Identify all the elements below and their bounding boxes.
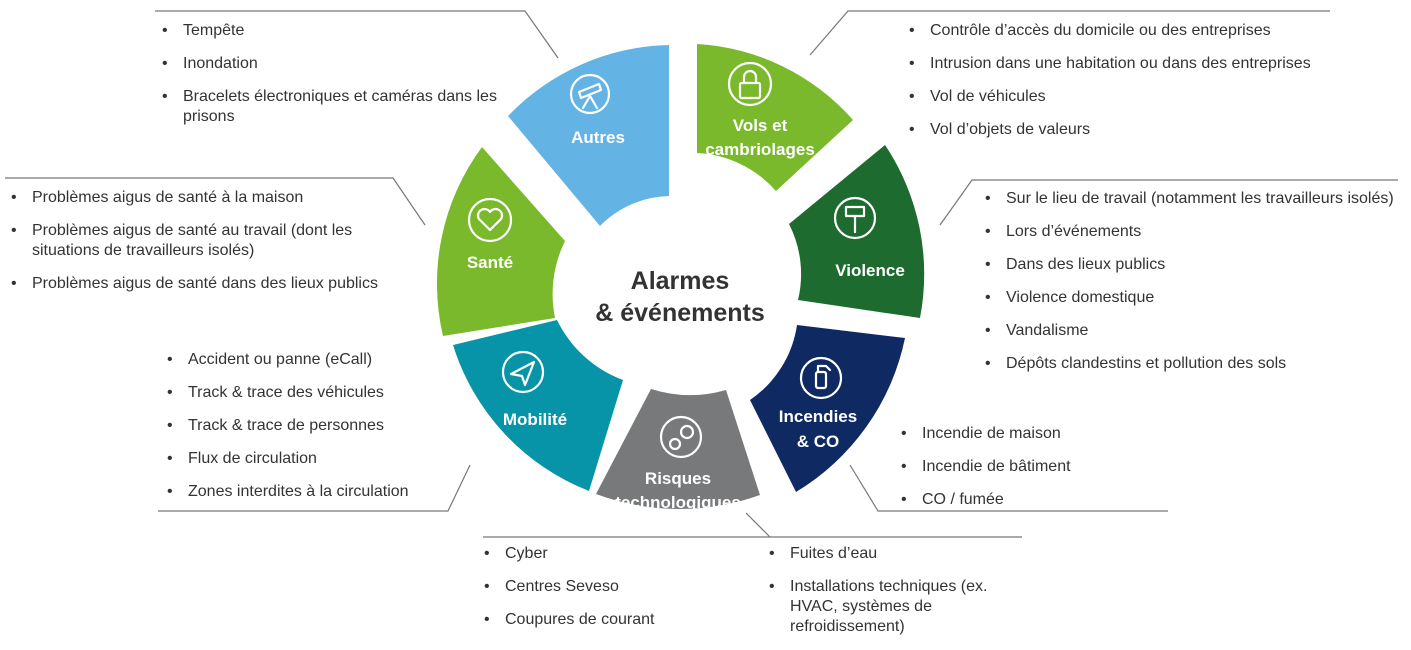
list-item: Flux de circulation	[165, 449, 465, 469]
list-risques-left: Cyber Centres Seveso Coupures de courant	[482, 544, 742, 643]
connector-vols	[809, 10, 1330, 56]
segment-label-vols-2: cambriolages	[705, 140, 815, 159]
list-item: Intrusion dans une habitation ou dans de…	[907, 54, 1337, 74]
list-risques-right: Fuites d’eau Installations techniques (e…	[767, 544, 1017, 650]
list-item: Installations techniques (ex. HVAC, syst…	[767, 577, 1017, 637]
connector-sante	[5, 177, 426, 226]
list-item: Incendie de maison	[899, 424, 1169, 444]
list-item: Problèmes aigus de santé dans des lieux …	[9, 274, 394, 294]
telescope-icon	[569, 73, 611, 115]
list-item: Vol d’objets de valeurs	[907, 120, 1337, 140]
segment-label-vols-1: Vols et	[733, 116, 788, 135]
connector-risques-drop	[745, 512, 771, 538]
list-item: Cyber	[482, 544, 742, 564]
axe-icon	[833, 196, 877, 240]
connector-autres	[155, 10, 559, 59]
segment-label-autres: Autres	[571, 128, 625, 147]
list-item: Track & trace des véhicules	[165, 383, 465, 403]
list-item: Vol de véhicules	[907, 87, 1337, 107]
list-item: Violence domestique	[983, 288, 1403, 308]
segment-label-risques-2: technologiques	[615, 493, 741, 512]
segment-label-incendies-1: Incendies	[779, 407, 857, 426]
list-incendies: Incendie de maison Incendie de bâtiment …	[899, 424, 1169, 523]
segment-label-risques-1: Risques	[645, 469, 711, 488]
list-item: Sur le lieu de travail (notamment les tr…	[983, 189, 1403, 209]
list-item: Lors d’événements	[983, 222, 1403, 242]
center-title-line2: & événements	[595, 299, 765, 327]
segment-violence	[789, 145, 925, 318]
heart-icon	[467, 197, 513, 243]
list-vols: Contrôle d’accès du domicile ou des entr…	[907, 21, 1337, 153]
list-sante: Problèmes aigus de santé à la maison Pro…	[9, 188, 394, 307]
list-item: Problèmes aigus de santé au travail (don…	[9, 221, 394, 261]
segment-label-incendies-2: & CO	[797, 432, 840, 451]
connector-mobilite	[158, 464, 471, 512]
segment-vols	[697, 44, 853, 191]
list-item: Incendie de bâtiment	[899, 457, 1169, 477]
segment-label-mobilite: Mobilité	[503, 410, 567, 429]
list-item: Track & trace de personnes	[165, 416, 465, 436]
fire-extinguisher-icon	[799, 356, 843, 400]
list-item: CO / fumée	[899, 490, 1169, 510]
navigation-arrow-icon	[501, 350, 545, 394]
list-item: Bracelets électroniques et caméras dans …	[160, 87, 535, 127]
segment-sante	[436, 147, 565, 336]
connector-lines	[5, 10, 1398, 538]
list-item: Coupures de courant	[482, 610, 742, 630]
list-item: Vandalisme	[983, 321, 1403, 341]
list-autres: Tempête Inondation Bracelets électroniqu…	[160, 21, 535, 140]
list-item: Dans des lieux publics	[983, 255, 1403, 275]
list-item: Inondation	[160, 54, 535, 74]
segment-autres	[508, 45, 669, 226]
list-item: Tempête	[160, 21, 535, 41]
list-item: Fuites d’eau	[767, 544, 1017, 564]
list-mobilite: Accident ou panne (eCall) Track & trace …	[165, 350, 465, 515]
segment-label-violence: Violence	[835, 261, 905, 280]
padlock-icon	[727, 61, 773, 107]
segment-incendies	[750, 325, 905, 492]
list-item: Dépôts clandestins et pollution des sols	[983, 354, 1403, 374]
connector-violence	[939, 179, 1398, 226]
connector-incendies	[849, 464, 1168, 512]
list-item: Centres Seveso	[482, 577, 742, 597]
segment-mobilite	[453, 320, 623, 491]
list-item: Problèmes aigus de santé à la maison	[9, 188, 394, 208]
list-item: Accident ou panne (eCall)	[165, 350, 465, 370]
center-title-line1: Alarmes	[631, 267, 730, 295]
list-violence: Sur le lieu de travail (notamment les tr…	[983, 189, 1403, 387]
list-item: Contrôle d’accès du domicile ou des entr…	[907, 21, 1337, 41]
list-item: Zones interdites à la circulation	[165, 482, 465, 502]
gears-icon	[659, 415, 703, 459]
segment-label-sante: Santé	[467, 253, 513, 272]
